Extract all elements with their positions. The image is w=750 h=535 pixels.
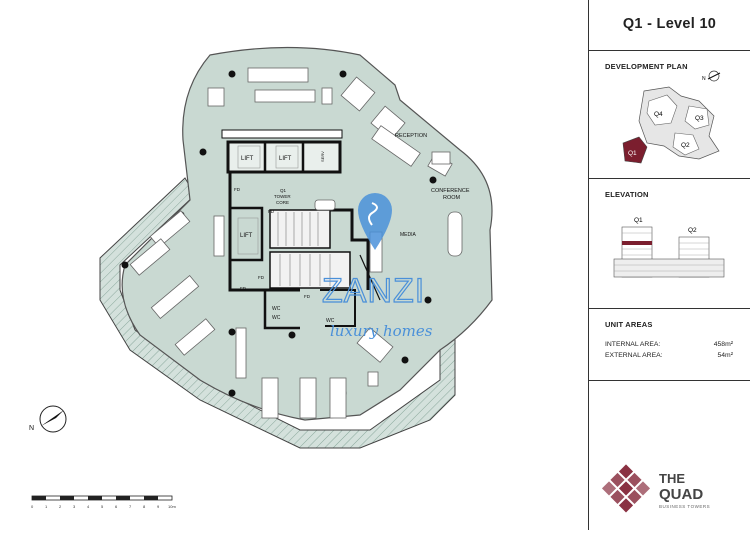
svg-text:10m: 10m	[168, 504, 176, 509]
svg-text:5: 5	[101, 504, 104, 509]
label-fd-5: FD	[304, 294, 311, 299]
brand-section: THE QUAD BUSINESS TOWERS	[589, 380, 750, 530]
lift-cars	[237, 145, 299, 255]
brand-tagline: BUSINESS TOWERS	[659, 504, 710, 509]
label-fd-4: FD	[240, 286, 247, 291]
scale-bar	[31, 495, 173, 501]
label-fd-3: FD	[258, 275, 265, 280]
info-sidebar: Q1 - Level 10 DEVELOPMENT PLAN N Q4 Q3 Q…	[588, 0, 750, 530]
floor-plan-drawing: 0 1 2 3 4 5 6 7 8 9 10m LIFT LIFT LIFT S…	[29, 46, 493, 509]
north-label: N	[29, 425, 34, 432]
watermark-tagline: luxury homes	[330, 322, 433, 340]
svg-text:4: 4	[87, 504, 90, 509]
floor-plan: 0 1 2 3 4 5 6 7 8 9 10m LIFT LIFT LIFT S…	[29, 46, 493, 509]
label-fd-1: FD	[234, 187, 241, 192]
tower-label-q1: Q1	[628, 150, 637, 157]
internal-area-value: 458m²	[713, 341, 733, 348]
elevation-level-highlight	[622, 241, 652, 245]
label-wc-2: WC	[272, 315, 281, 321]
label-core-2: TOWER	[274, 194, 291, 199]
watermark-zanzi: ZANZI	[322, 272, 425, 310]
brand-the: THE	[659, 471, 685, 486]
label-riser: SERV	[320, 151, 325, 162]
tower-q1-highlight	[622, 136, 648, 164]
svg-text:2: 2	[59, 504, 62, 509]
page-title: Q1 - Level 10	[622, 16, 717, 32]
label-media: MEDIA	[400, 232, 417, 238]
svg-text:9: 9	[157, 504, 160, 509]
label-conference-1: CONFERENCE	[431, 188, 470, 194]
internal-area-row: INTERNAL AREA: 458m²	[605, 341, 733, 348]
elevation-label-q1: Q1	[634, 217, 643, 224]
development-plan-section: DEVELOPMENT PLAN N Q4 Q3 Q1 Q2	[589, 50, 750, 178]
development-plan-map: N Q4 Q3 Q1 Q2	[622, 70, 721, 164]
the-quad-logo: THE QUAD BUSINESS TOWERS	[601, 464, 710, 513]
unit-areas-title: UNIT AREAS	[605, 320, 653, 329]
elevation-label-q2: Q2	[688, 227, 697, 234]
label-reception: RECEPTION	[395, 133, 427, 139]
label-wc-1: WC	[272, 306, 281, 312]
external-area-value: 54m²	[717, 352, 734, 359]
tower-q2	[672, 132, 700, 156]
unit-areas-section: UNIT AREAS INTERNAL AREA: 458m² EXTERNAL…	[589, 308, 750, 380]
label-lift-1: LIFT	[241, 156, 254, 162]
scale-ticks: 0 1 2 3 4 5 6 7 8 9 10m	[31, 504, 176, 509]
north-arrow-icon	[39, 405, 67, 433]
label-core-3: CORE	[276, 200, 289, 205]
tower-label-q2: Q2	[681, 142, 690, 149]
tower-label-q4: Q4	[654, 111, 663, 118]
label-conference-2: ROOM	[443, 195, 461, 201]
svg-text:3: 3	[73, 504, 76, 509]
mini-compass-icon	[707, 70, 721, 82]
elevation-floor-lines	[614, 232, 724, 272]
development-plan-title: DEVELOPMENT PLAN	[605, 62, 688, 71]
label-core-1: Q1	[280, 188, 287, 193]
brand-quad: QUAD	[659, 486, 703, 503]
external-area-label: EXTERNAL AREA:	[605, 352, 663, 359]
stair-treads	[277, 212, 331, 286]
elevation-section: ELEVATION Q1 Q2	[589, 178, 750, 308]
svg-text:7: 7	[129, 504, 132, 509]
svg-text:1: 1	[45, 504, 48, 509]
tower-core	[221, 129, 381, 330]
label-wc-3: WC	[326, 318, 335, 324]
svg-text:6: 6	[115, 504, 118, 509]
svg-text:8: 8	[143, 504, 146, 509]
tower-label-q3: Q3	[695, 115, 704, 122]
elevation-podium	[613, 258, 725, 278]
label-fd-2: FD	[268, 209, 275, 214]
label-lift-3: LIFT	[240, 233, 253, 239]
internal-area-label: INTERNAL AREA:	[605, 341, 661, 348]
location-pin-icon	[358, 193, 392, 250]
tower-q4	[646, 94, 678, 126]
label-lift-2: LIFT	[279, 156, 292, 162]
external-area-row: EXTERNAL AREA: 54m²	[605, 352, 733, 359]
tower-q3	[684, 105, 710, 130]
elevation-drawing: Q1 Q2	[613, 217, 725, 278]
svg-text:0: 0	[31, 504, 34, 509]
mini-compass-label: N	[702, 76, 706, 82]
elevation-title: ELEVATION	[605, 190, 649, 199]
furniture	[129, 67, 463, 419]
